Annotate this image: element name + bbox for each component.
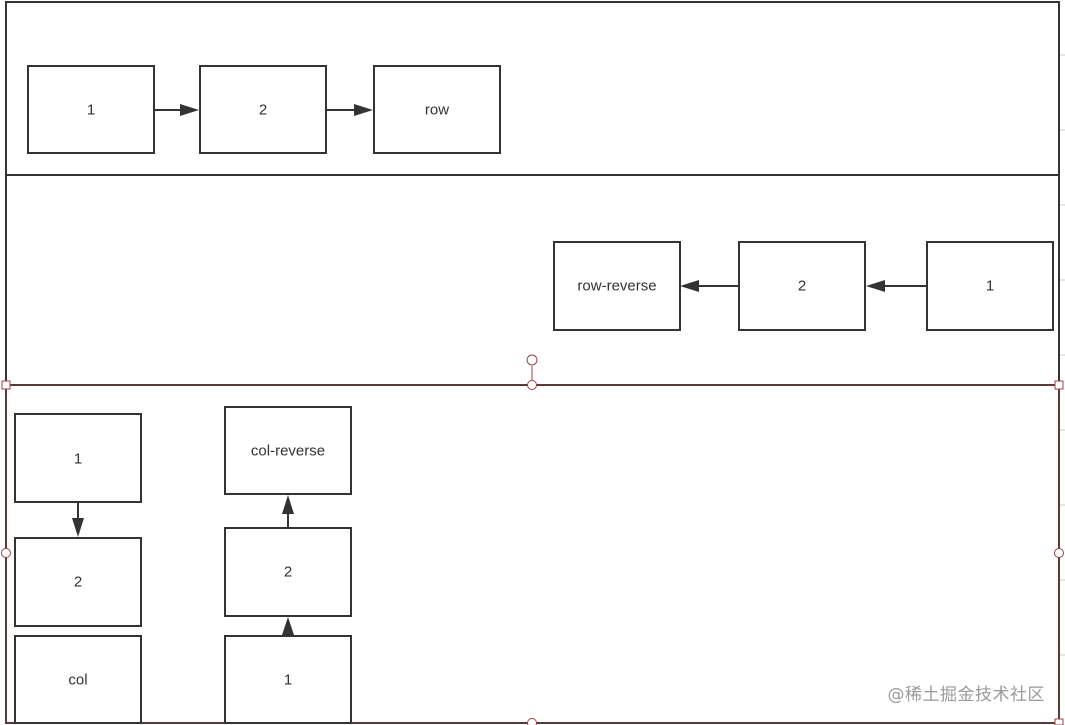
row-box-1[interactable]: 1 [27,65,155,154]
col-reverse-box-label[interactable]: col-reverse [224,406,352,495]
resize-handle-right[interactable] [1054,548,1064,558]
row-reverse-box-2-label: 2 [798,278,806,295]
row-box-row[interactable]: row [373,65,501,154]
resize-handle-top-right[interactable] [1054,380,1064,390]
resize-handle-left[interactable] [1,548,11,558]
row-box-1-label: 1 [87,102,95,119]
row-box-2[interactable]: 2 [199,65,327,154]
row-arrow-2-to-row[interactable] [327,104,373,116]
row-reverse-box-label-text: row-reverse [577,278,656,295]
row-box-row-label: row [425,102,449,119]
col-box-1-label: 1 [74,451,82,468]
row-box-2-label: 2 [259,102,267,119]
row-reverse-arrow-1-to-2[interactable] [866,280,926,292]
panel-col-selected[interactable] [5,384,1060,724]
resize-handle-top[interactable] [527,380,537,390]
col-box-col[interactable]: col [14,635,142,724]
col-reverse-box-2[interactable]: 2 [224,527,352,617]
col-box-2[interactable]: 2 [14,537,142,627]
row-reverse-box-1-label: 1 [986,278,994,295]
col-box-2-label: 2 [74,574,82,591]
resize-handle-top-left[interactable] [1,380,11,390]
resize-handle-bottom-right[interactable] [1054,718,1064,725]
col-reverse-arrow-2-to-label[interactable] [282,495,294,527]
row-reverse-arrow-2-to-label[interactable] [680,280,738,292]
panel-row[interactable] [5,1,1060,176]
col-reverse-box-1-label: 1 [284,672,292,689]
row-reverse-box-2[interactable]: 2 [738,241,866,331]
resize-handle-bottom[interactable] [527,718,537,725]
rotate-handle[interactable] [526,354,538,366]
panel-row-reverse[interactable] [5,174,1060,386]
col-arrow-1-to-2[interactable] [72,503,84,537]
row-reverse-box-1[interactable]: 1 [926,241,1054,331]
col-reverse-box-label-text: col-reverse [251,443,325,460]
col-box-col-label: col [68,672,87,689]
col-box-1[interactable]: 1 [14,413,142,503]
watermark: @稀土掘金技术社区 [887,685,1045,705]
col-reverse-box-2-label: 2 [284,564,292,581]
col-reverse-arrow-1-to-2[interactable] [282,617,294,635]
row-reverse-box-label[interactable]: row-reverse [553,241,681,331]
col-reverse-box-1[interactable]: 1 [224,635,352,724]
row-arrow-1-to-2[interactable] [155,104,199,116]
selection-handles[interactable] [1,354,1064,725]
